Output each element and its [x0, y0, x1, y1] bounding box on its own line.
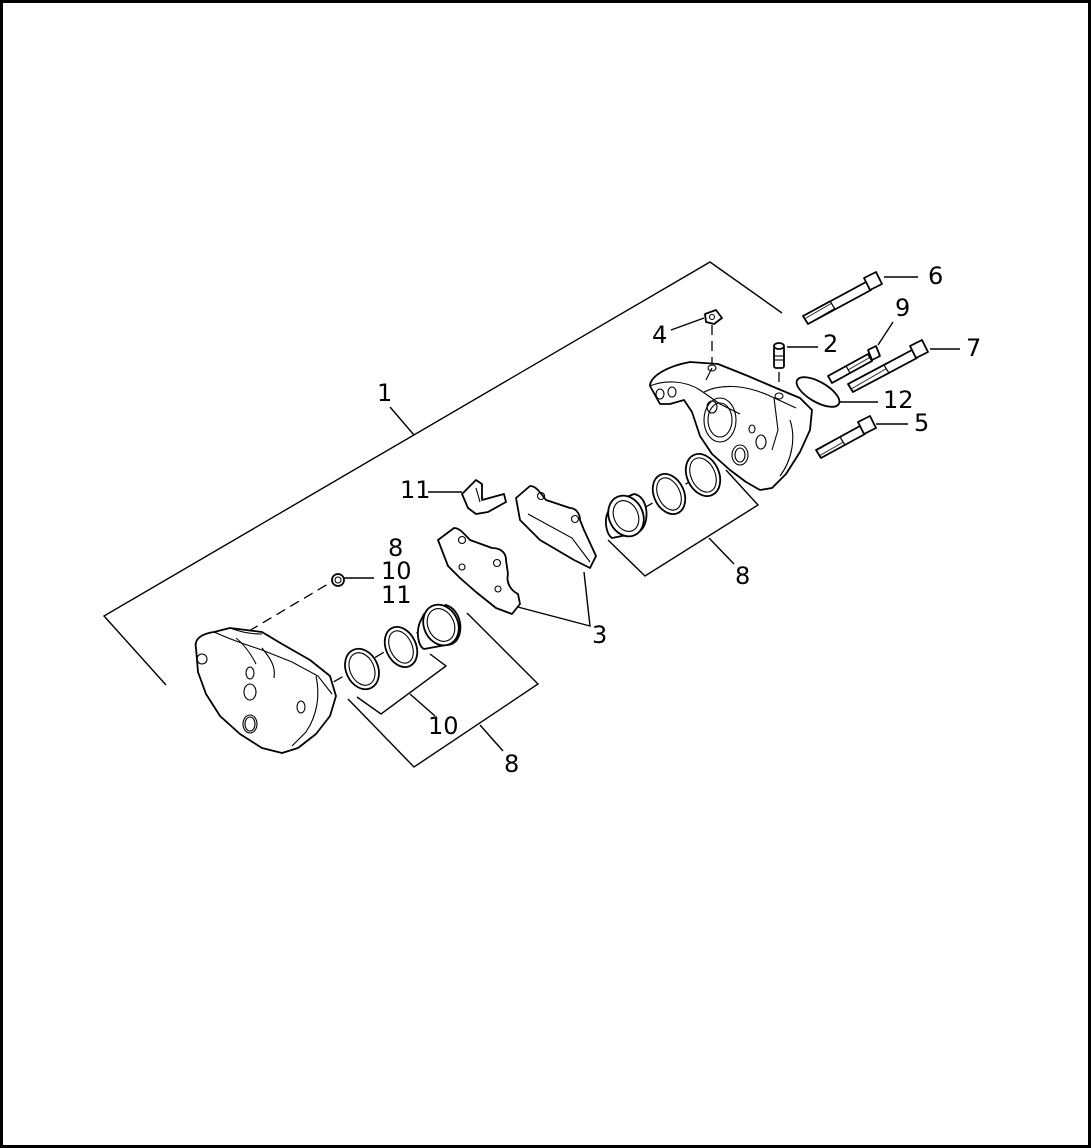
- callout-1: 1: [377, 379, 392, 407]
- right-piston: [605, 493, 648, 539]
- callout-4: 4: [652, 321, 667, 349]
- callout-11-clip: 11: [400, 476, 431, 504]
- bracket-10: [356, 653, 448, 715]
- callout-2: 2: [823, 330, 838, 358]
- callout-5: 5: [914, 409, 929, 437]
- callout-labels: 1 6 9 4 2 7 12 5 11 8 10 11 8 3 10 8: [377, 262, 981, 778]
- left-seals: [344, 626, 419, 691]
- bracket-8-right: [607, 469, 760, 577]
- right-seals: [651, 453, 722, 515]
- leader-8-right: [708, 537, 735, 565]
- callout-9: 9: [895, 294, 910, 322]
- leader-10: [409, 693, 436, 717]
- callout-8-right: 8: [735, 562, 750, 590]
- bracket-assembly-1: [102, 261, 783, 686]
- pad-clip: [461, 479, 507, 515]
- bracket-8-bottom: [347, 612, 540, 768]
- brake-pad-inner: [515, 485, 597, 569]
- left-plug: [331, 573, 345, 587]
- callout-6: 6: [928, 262, 943, 290]
- outer-caliper-housing: [194, 627, 337, 754]
- callout-7: 7: [966, 334, 981, 362]
- inner-caliper-housing: [649, 361, 813, 491]
- bolt-6: [802, 271, 883, 325]
- bolt-5: [815, 415, 877, 459]
- callout-8-bottom: 8: [504, 750, 519, 778]
- leader-9: [877, 321, 894, 346]
- leader-8-bottom: [479, 724, 504, 752]
- o-ring: [795, 376, 841, 408]
- brake-pad-outer: [437, 527, 521, 615]
- callout-12: 12: [883, 386, 914, 414]
- leader-4: [670, 317, 705, 331]
- callout-10-stack: 10: [381, 557, 412, 585]
- bolt-9: [827, 345, 881, 384]
- axis-left-piston: [319, 624, 431, 691]
- leader-1: [389, 406, 415, 436]
- left-piston: [417, 603, 462, 650]
- leader-3: [513, 571, 591, 627]
- callout-8-stack: 8: [388, 534, 403, 562]
- callout-3: 3: [592, 621, 607, 649]
- callout-10-bottom: 10: [428, 712, 459, 740]
- callout-11-stack: 11: [381, 581, 412, 609]
- axis-bleeder: [248, 580, 334, 632]
- washer: [704, 309, 723, 325]
- bolt-7: [847, 339, 929, 393]
- bleeder-valve: [773, 342, 785, 369]
- leader-lines: [102, 261, 960, 768]
